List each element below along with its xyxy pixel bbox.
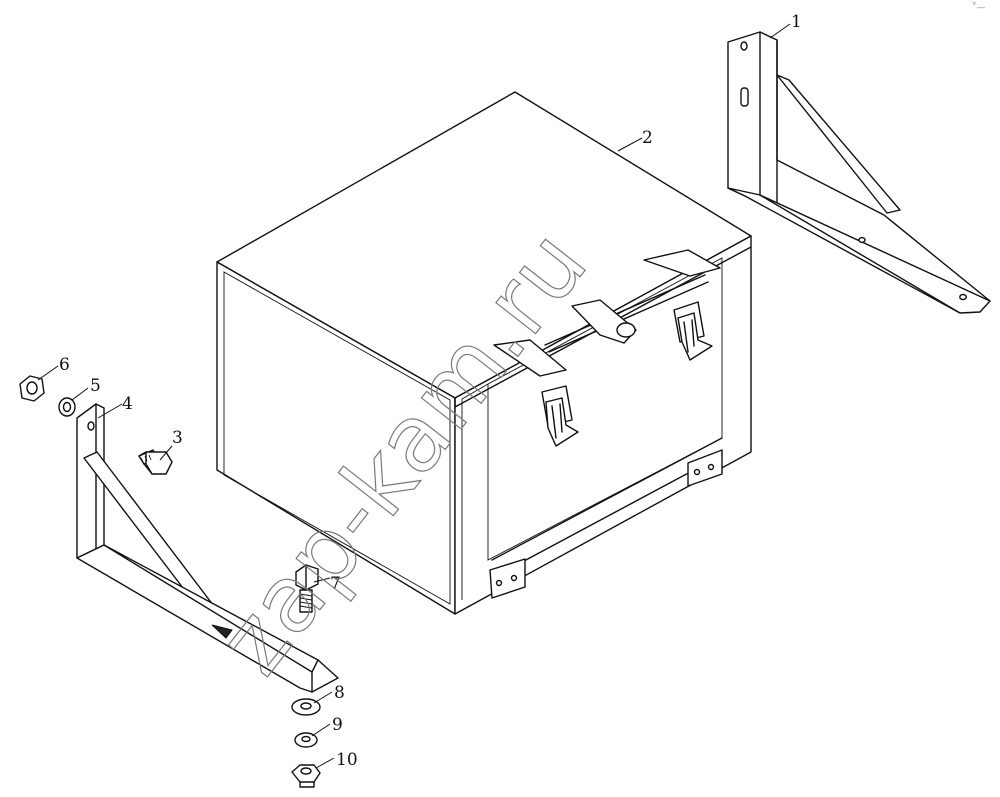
callout-5: 5 [90,376,101,396]
latch-right [673,301,713,361]
washer-5 [58,397,76,417]
callout-1: 1 [791,12,802,32]
bracket-right [727,31,991,314]
callout-3: 3 [172,428,183,448]
callout-6: 6 [59,355,70,375]
callout-8: 8 [334,683,345,703]
callout-2: 2 [642,128,653,148]
latch-left [541,385,579,447]
callout-7: 7 [330,574,341,594]
bolt-3 [138,449,173,475]
corner-mark: ˚— [972,2,986,13]
leader-lines [37,23,791,769]
callout-4: 4 [122,394,133,414]
callout-numbers: 1 2 3 4 5 6 7 8 9 10 [59,12,802,770]
nut-6 [19,375,45,402]
callout-10: 10 [336,750,358,770]
washer-8 [291,698,321,716]
callout-9: 9 [332,715,343,735]
nut-10 [291,764,321,788]
washer-9 [294,732,318,748]
bolt-7 [295,564,319,613]
bracket-left [76,403,339,693]
storage-box [216,91,752,615]
